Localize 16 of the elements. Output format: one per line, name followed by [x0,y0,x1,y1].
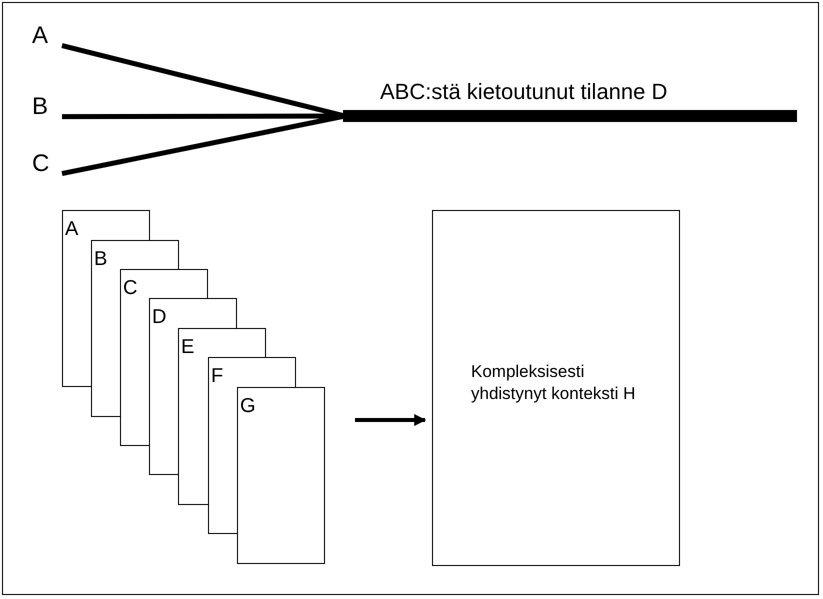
page-letter: D [152,307,166,327]
page-letter: B [94,249,108,269]
context-box [432,210,680,566]
page-letter: E [181,337,194,357]
page-letter: A [65,219,78,239]
branch-label: B [32,95,48,119]
page-sheet [237,387,325,564]
page-letter: G [240,396,256,416]
arrow [355,414,426,426]
merged-line [343,110,797,122]
page-letter: F [211,366,224,386]
line-label: ABC:stä kietoutunut tilanne D [380,80,668,104]
branch-label: A [32,24,48,48]
context-text: Kompleksisesti yhdistynyt konteksti H [471,361,636,405]
page-letter: C [123,278,138,298]
branch-label: C [32,152,50,176]
